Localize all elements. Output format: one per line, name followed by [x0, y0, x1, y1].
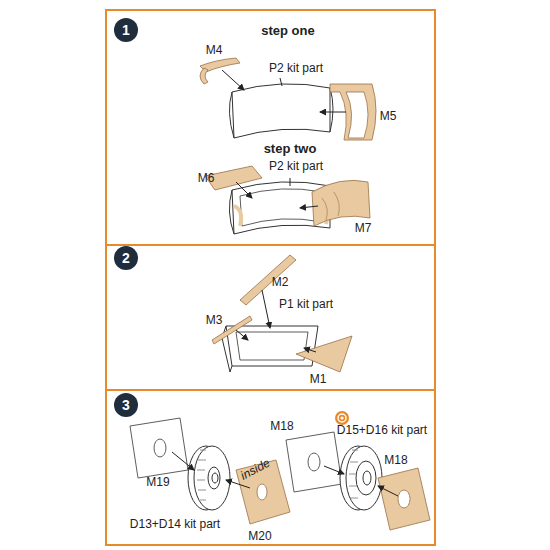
part-label: M20: [248, 530, 271, 544]
part-label: D13+D14 kit part: [130, 518, 220, 532]
part-label: P2 kit part: [269, 160, 323, 174]
part-label: M2: [272, 276, 289, 290]
part-label: M18: [384, 454, 407, 468]
part-label: M3: [206, 314, 223, 328]
step-number-circle: 1: [114, 18, 138, 42]
part-label: M18: [270, 420, 293, 434]
step-number: 3: [122, 397, 130, 413]
part-label: M1: [310, 373, 327, 387]
step-number: 2: [122, 250, 130, 266]
part-label: M6: [198, 172, 215, 186]
part-label: M7: [355, 222, 372, 236]
step-number: 1: [122, 22, 130, 38]
part-label: M5: [380, 110, 397, 124]
part-label: P1 kit part: [279, 298, 333, 312]
part-label: D15+D16 kit part: [337, 424, 427, 438]
step-title: step two: [264, 142, 317, 157]
part-label: M4: [206, 44, 223, 58]
part-label: M19: [146, 476, 169, 490]
part-label: P2 kit part: [269, 62, 323, 76]
step-title: step one: [261, 24, 314, 39]
step-number-circle: 3: [114, 393, 138, 417]
step-number-circle: 2: [114, 246, 138, 270]
